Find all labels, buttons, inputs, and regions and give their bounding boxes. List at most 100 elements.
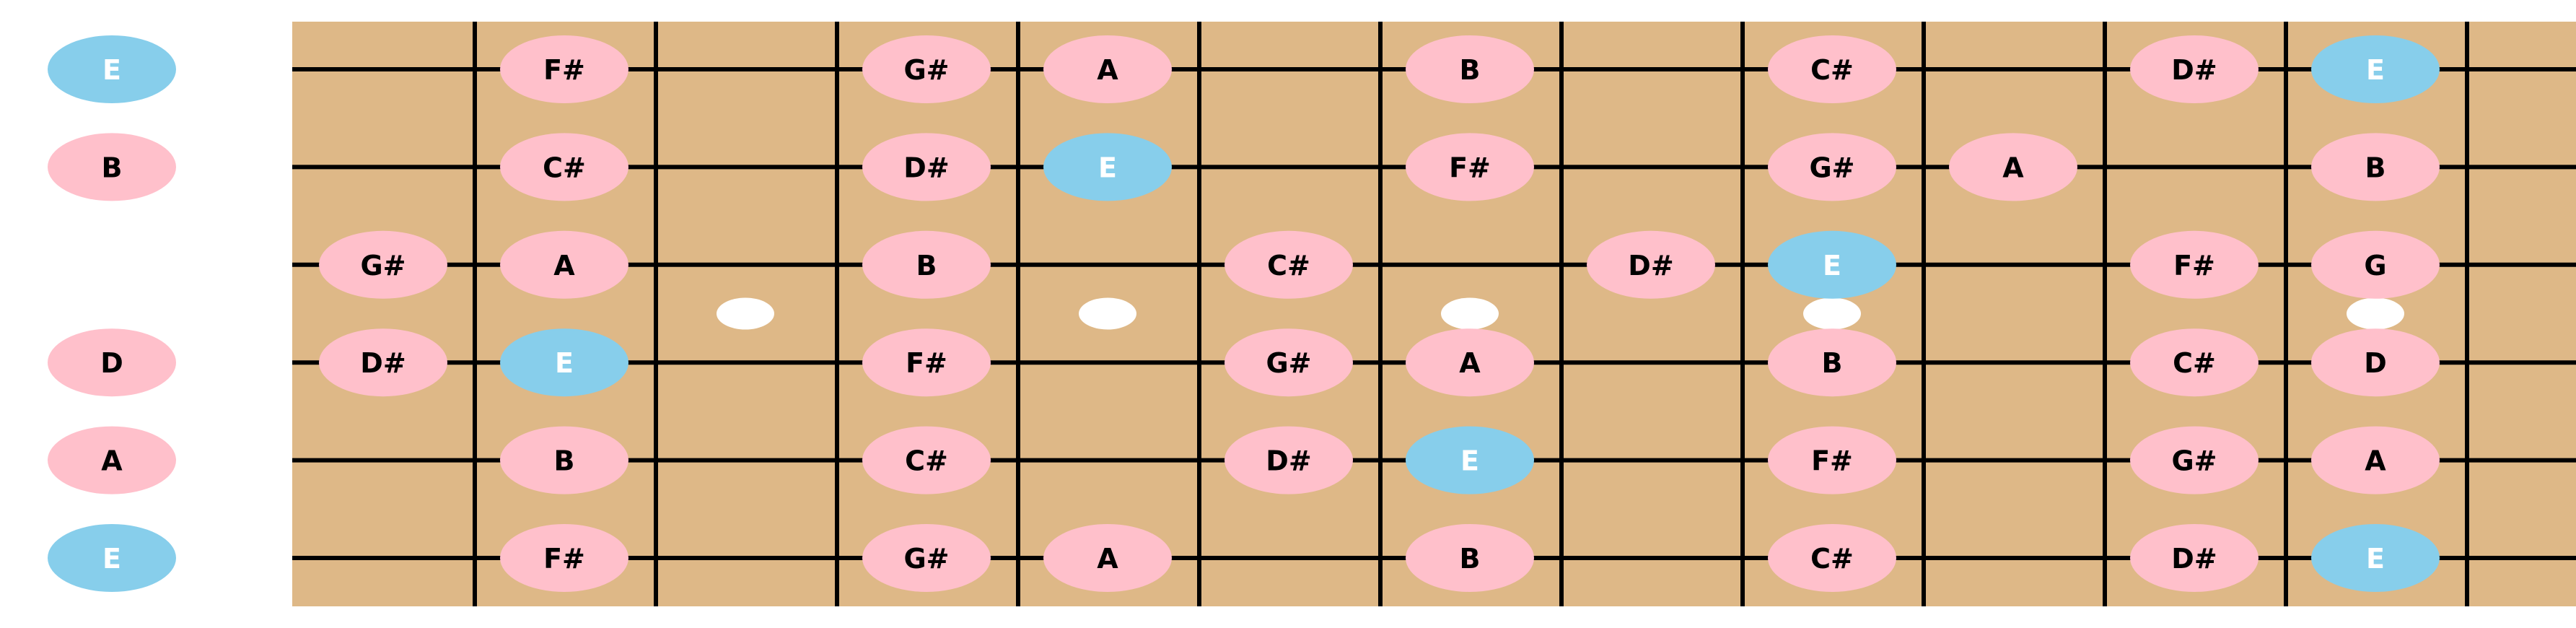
note-marker	[1406, 328, 1534, 397]
note-string-3-fret-6: C#	[1225, 230, 1353, 299]
note-string-5-fret-9: F#	[1768, 426, 1896, 494]
note-string-5-fret-6: D#	[1225, 426, 1353, 494]
note-label: G#	[903, 543, 949, 575]
note-string-3-fret-12: G	[2311, 230, 2440, 299]
note-label: E	[102, 54, 121, 86]
note-marker	[862, 133, 991, 201]
note-label: G#	[2171, 445, 2217, 477]
note-string-5-fret-4: C#	[862, 426, 991, 494]
note-label: C#	[543, 152, 586, 183]
note-marker	[1043, 133, 1172, 201]
note-label: D	[100, 347, 123, 379]
note-label: G#	[1809, 152, 1854, 183]
note-label: G#	[1266, 347, 1311, 379]
note-label: D#	[1266, 445, 1311, 477]
note-label: E	[2366, 543, 2385, 575]
note-marker	[862, 35, 991, 103]
note-string-5-fret-12: A	[2311, 426, 2440, 494]
note-marker	[1768, 230, 1896, 299]
open-note-string-6: E	[48, 524, 176, 592]
note-marker	[2311, 524, 2440, 592]
note-label: B	[1822, 347, 1843, 379]
note-string-4-fret-2: E	[500, 328, 628, 397]
note-string-1-fret-5: A	[1043, 35, 1172, 103]
note-marker	[500, 524, 628, 592]
note-label: D#	[1628, 250, 1673, 282]
note-label: A	[2365, 445, 2386, 477]
note-label: A	[553, 250, 575, 282]
note-marker	[1225, 230, 1353, 299]
open-note-string-1: E	[48, 35, 176, 103]
note-string-2-fret-7: F#	[1406, 133, 1534, 201]
note-string-5-fret-11: G#	[2130, 426, 2259, 494]
note-marker	[500, 426, 628, 494]
note-string-4-fret-6: G#	[1225, 328, 1353, 397]
note-label: F#	[543, 54, 585, 86]
fret-marker-5	[1079, 297, 1136, 330]
note-string-2-fret-2: C#	[500, 133, 628, 201]
note-marker	[2311, 328, 2440, 397]
note-string-3-fret-9: E	[1768, 230, 1896, 299]
note-string-4-fret-1: D#	[319, 328, 447, 397]
note-string-3-fret-2: A	[500, 230, 628, 299]
note-marker	[48, 524, 176, 592]
note-label: C#	[1810, 54, 1854, 86]
note-marker	[500, 328, 628, 397]
note-marker	[2130, 524, 2259, 592]
note-label: E	[102, 543, 121, 575]
note-label: A	[101, 445, 123, 477]
note-label: G#	[903, 54, 949, 86]
open-string-notes: E B D A E	[48, 35, 176, 592]
note-label: C#	[2173, 347, 2216, 379]
note-marker	[2130, 230, 2259, 299]
note-marker	[500, 35, 628, 103]
note-marker	[1225, 328, 1353, 397]
note-marker	[862, 230, 991, 299]
note-string-4-fret-12: D	[2311, 328, 2440, 397]
note-label: B	[1460, 54, 1481, 86]
note-label: A	[1459, 347, 1481, 379]
note-label: C#	[1267, 250, 1310, 282]
note-string-2-fret-9: G#	[1768, 133, 1896, 201]
note-label: D	[2364, 347, 2387, 379]
note-string-2-fret-5: E	[1043, 133, 1172, 201]
note-marker	[1406, 35, 1534, 103]
note-string-1-fret-12: E	[2311, 35, 2440, 103]
fret-marker-7	[1441, 297, 1499, 330]
note-marker	[1043, 35, 1172, 103]
note-string-6-fret-2: F#	[500, 524, 628, 592]
note-marker	[2311, 133, 2440, 201]
note-label: B	[554, 445, 575, 477]
position-markers	[717, 297, 2404, 330]
note-marker	[1406, 524, 1534, 592]
note-string-2-fret-4: D#	[862, 133, 991, 201]
note-string-3-fret-4: B	[862, 230, 991, 299]
note-string-2-fret-12: B	[2311, 133, 2440, 201]
note-marker	[1768, 35, 1896, 103]
open-note-string-5: A	[48, 426, 176, 494]
note-marker	[2311, 426, 2440, 494]
fretboard-background	[292, 22, 2576, 606]
note-string-2-fret-10: A	[1949, 133, 2077, 201]
note-label: F#	[1449, 152, 1491, 183]
note-marker	[319, 230, 447, 299]
note-label: A	[2002, 152, 2024, 183]
note-marker	[500, 133, 628, 201]
note-marker	[2311, 35, 2440, 103]
note-label: E	[1460, 445, 1479, 477]
open-note-string-2: B	[48, 133, 176, 201]
note-label: D#	[360, 347, 406, 379]
note-marker	[48, 328, 176, 397]
note-label: A	[1097, 54, 1118, 86]
note-marker	[862, 524, 991, 592]
note-label: D#	[2171, 543, 2217, 575]
fret-marker-3	[717, 297, 774, 330]
note-marker	[1768, 328, 1896, 397]
note-label: C#	[1810, 543, 1854, 575]
note-string-3-fret-8: D#	[1587, 230, 1715, 299]
note-label: C#	[905, 445, 948, 477]
note-string-1-fret-11: D#	[2130, 35, 2259, 103]
note-marker	[1406, 133, 1534, 201]
note-label: F#	[543, 543, 585, 575]
note-string-5-fret-2: B	[500, 426, 628, 494]
